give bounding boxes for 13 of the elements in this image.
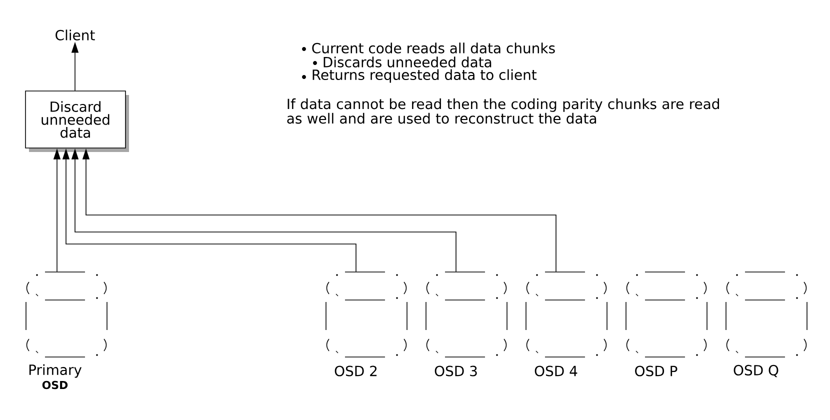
bullet-text: Returns requested data to client: [312, 69, 537, 83]
osd-label: OSD 2: [334, 366, 377, 376]
osd-label: OSD Q: [734, 364, 778, 378]
osd-label: OSD 4: [534, 366, 578, 376]
bullet-text: Current code reads all data chunks: [312, 42, 555, 54]
process-box: Discard unneeded data: [25, 90, 129, 152]
osd-label: OSD P: [635, 366, 678, 376]
osd-label: OSD: [42, 380, 68, 390]
client-label: Client: [56, 30, 95, 40]
note-text: If data cannot be read then the coding parity chunks are read as well and are used to reconstruct the data: [287, 98, 719, 124]
osd-label: Primary: [29, 364, 82, 378]
bullet-text: Discards unneeded data: [324, 56, 492, 68]
osd-label: OSD 3: [434, 366, 477, 376]
